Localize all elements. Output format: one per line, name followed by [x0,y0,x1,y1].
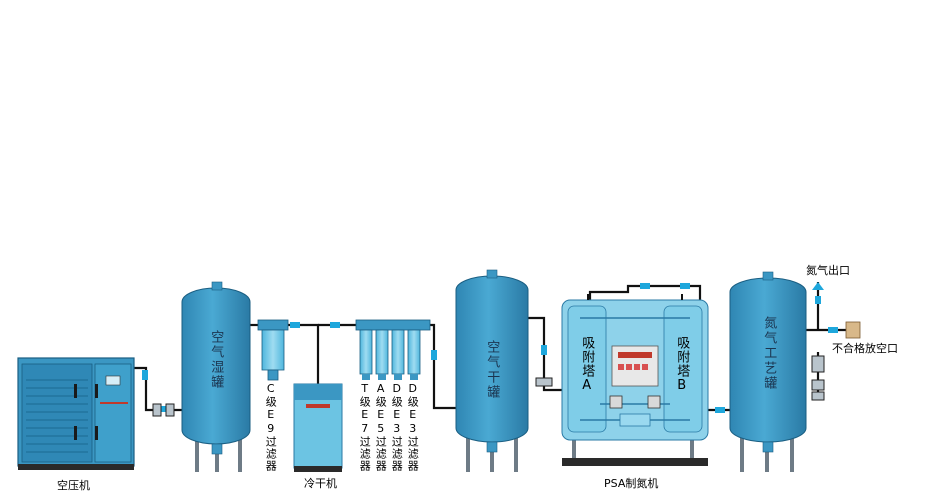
t-filter-label: T级E7过滤器 [358,382,372,472]
valves [152,355,825,417]
d-filter-1-label: D级E3过滤器 [390,382,404,472]
dryer-label: 冷干机 [304,477,337,490]
filter-group [355,319,431,380]
n2-outlet-label: 氮气出口 [806,264,850,277]
compressor-label: 空压机 [57,479,90,492]
wet-tank-label: 空气湿罐 [208,330,224,390]
outlet-fittings [812,282,861,339]
n2-tank-label: 氮气工艺罐 [761,316,777,391]
flow-arrows [142,283,838,413]
psa-label: PSA制氮机 [604,477,659,490]
air-dry-tank [455,269,529,472]
nitrogen-process-tank [729,271,807,472]
c-filter-label: C级E9过滤器 [264,382,278,472]
air-wet-tank [181,281,251,472]
air-compressor [17,357,135,470]
tower-a-label: 吸附塔A [579,336,595,394]
refrigerated-dryer [293,383,343,472]
vent-label: 不合格放空口 [832,342,898,355]
d-filter-2-label: D级E3过滤器 [406,382,420,472]
tower-b-label: 吸附塔B [674,336,690,394]
dry-tank-label: 空气干罐 [484,340,500,400]
psa-nitrogen-generator [561,294,709,466]
c-grade-filter [257,319,289,381]
a-filter-label: A级E5过滤器 [374,382,388,472]
